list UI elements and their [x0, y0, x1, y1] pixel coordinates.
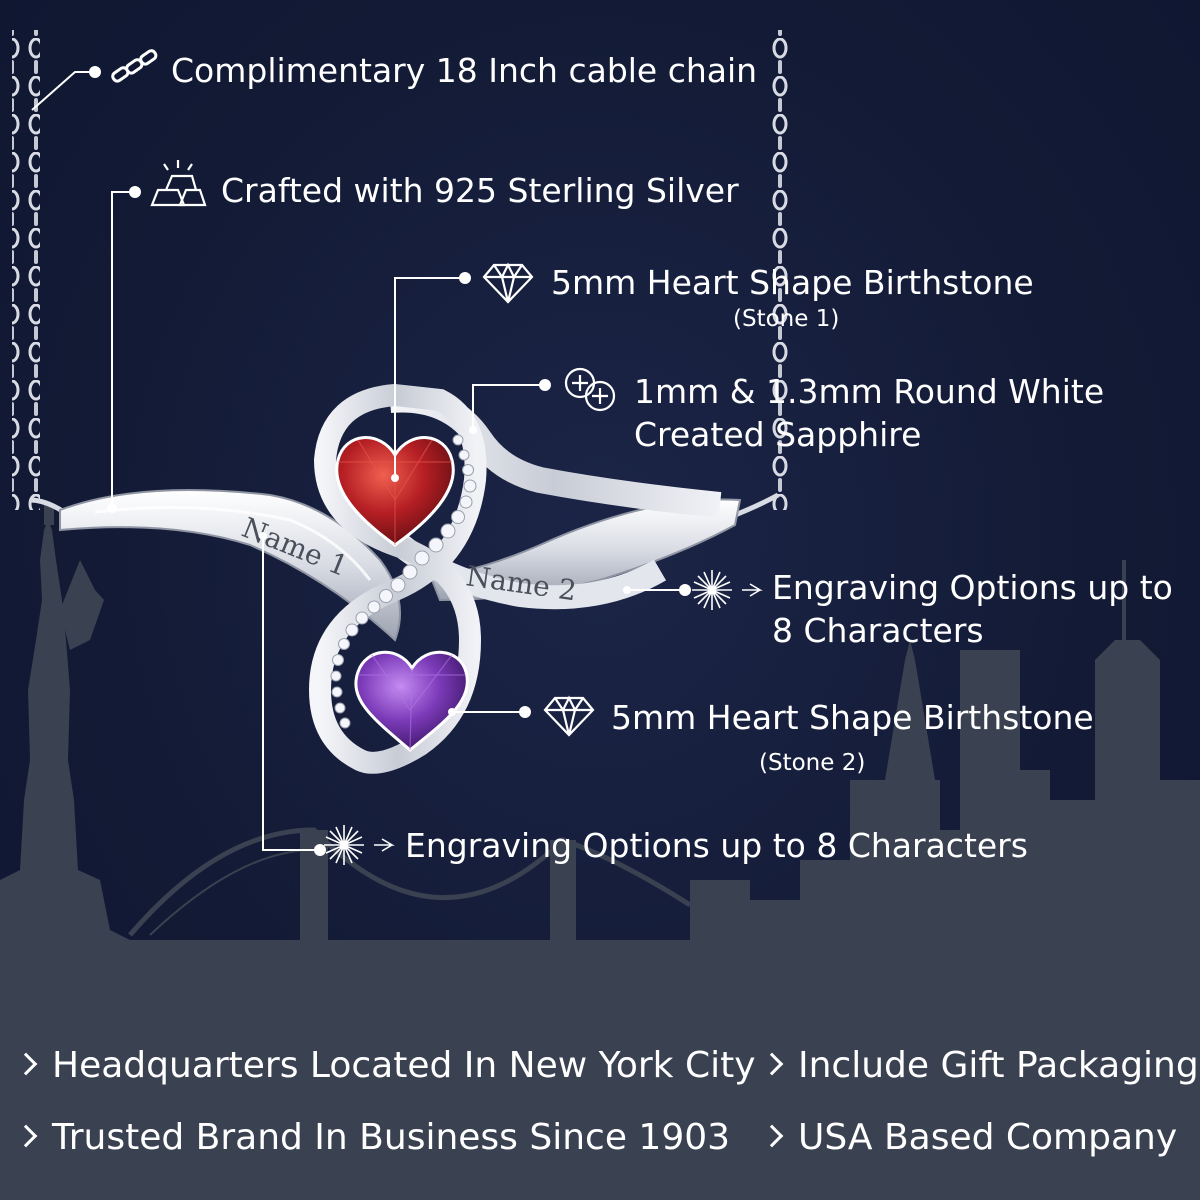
- infinity-pendant: Name 1 Name 2: [59, 383, 742, 774]
- sparkle-icon: [692, 570, 763, 610]
- feature-stone1-sub: (Stone 1): [733, 306, 840, 332]
- footer-item-label: Trusted Brand In Business Since 1903: [52, 1117, 731, 1158]
- chevron-right-icon: [760, 1124, 784, 1148]
- skyline-silhouette: [0, 505, 1200, 1200]
- footer-item-label: Headquarters Located In New York City: [52, 1045, 756, 1086]
- footer-item-headquarters: Headquarters Located In New York City: [14, 1044, 756, 1088]
- chevron-right-icon: [760, 1052, 784, 1076]
- callout-leaders: [31, 71, 685, 851]
- round-stones-icon: [564, 367, 616, 412]
- callout-dots: [89, 66, 691, 856]
- necklace-chain: [12, 30, 793, 522]
- feature-sapphire-line2: Created Sapphire: [634, 415, 922, 454]
- diamond-icon: [543, 695, 595, 737]
- footer-item-label: Include Gift Packaging: [798, 1045, 1199, 1086]
- footer-item-usa-based: USA Based Company: [760, 1116, 1178, 1160]
- feature-sapphire-line1: 1mm & 1.3mm Round White: [634, 372, 1105, 411]
- feature-stone2-sub: (Stone 2): [759, 750, 866, 776]
- feature-stone2-label: 5mm Heart Shape Birthstone: [611, 698, 1094, 737]
- diamond-icon: [482, 262, 534, 304]
- silver-bars-icon: [150, 160, 207, 207]
- footer-item-label: USA Based Company: [798, 1117, 1178, 1158]
- footer-item-gift-packaging: Include Gift Packaging: [760, 1044, 1199, 1088]
- chevron-right-icon: [14, 1052, 38, 1076]
- feature-stone1-label: 5mm Heart Shape Birthstone: [551, 263, 1034, 302]
- footer-item-trusted-brand: Trusted Brand In Business Since 1903: [14, 1116, 731, 1160]
- chevron-right-icon: [14, 1124, 38, 1148]
- feature-silver-label: Crafted with 925 Sterling Silver: [221, 171, 739, 210]
- feature-chain-label: Complimentary 18 Inch cable chain: [171, 51, 758, 90]
- sparkle-icon: [324, 825, 395, 865]
- feature-engraving-right-line2: 8 Characters: [772, 611, 984, 650]
- chain-link-icon: [111, 49, 158, 83]
- feature-engraving-bottom-label: Engraving Options up to 8 Characters: [405, 826, 1028, 865]
- feature-engraving-right-line1: Engraving Options up to: [772, 568, 1173, 607]
